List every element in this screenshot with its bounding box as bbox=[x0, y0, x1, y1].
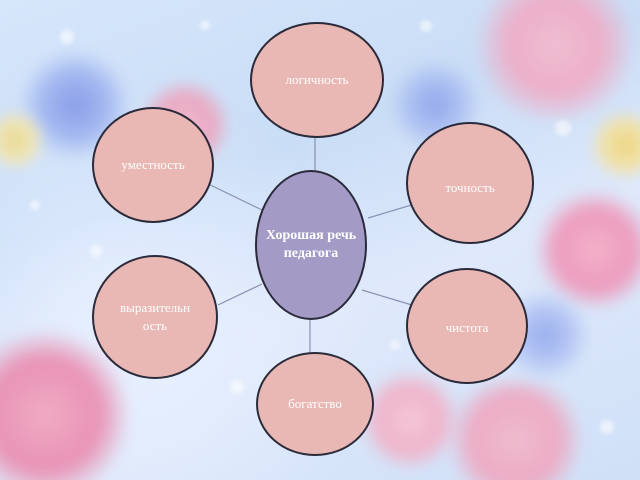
bokeh-dot bbox=[390, 340, 400, 350]
bokeh-dot bbox=[600, 420, 614, 434]
bokeh-dot bbox=[200, 20, 210, 30]
node-logicality: логичность bbox=[250, 22, 384, 138]
bokeh-dot bbox=[555, 120, 571, 136]
bokeh-dot bbox=[30, 200, 40, 210]
rose-decoration bbox=[470, 0, 640, 120]
yellow-flower-decoration bbox=[590, 110, 640, 180]
bokeh-dot bbox=[420, 20, 432, 32]
rose-decoration bbox=[360, 370, 460, 470]
connector-line-lower-left bbox=[217, 283, 263, 306]
connector-line-upper-left bbox=[199, 179, 263, 211]
node-accuracy: точность bbox=[406, 122, 534, 244]
connector-line-lower-right bbox=[361, 289, 413, 306]
bokeh-dot bbox=[60, 30, 74, 44]
rose-decoration bbox=[440, 380, 590, 480]
node-label: логичность bbox=[285, 72, 349, 88]
node-richness: богатство bbox=[256, 352, 374, 456]
node-label: точность bbox=[445, 180, 495, 196]
node-purity: чистота bbox=[406, 268, 528, 384]
bokeh-dot bbox=[90, 245, 102, 257]
center-label: Хорошая речь педагога bbox=[265, 227, 357, 261]
node-appropriateness: уместность bbox=[92, 107, 214, 223]
node-expressiveness: выразительн ость bbox=[92, 255, 218, 379]
node-label: чистота bbox=[445, 320, 489, 336]
node-label: уместность bbox=[121, 157, 185, 173]
bokeh-dot bbox=[230, 380, 244, 394]
node-center-good-speech: Хорошая речь педагога bbox=[255, 170, 367, 320]
node-label: богатство bbox=[288, 396, 342, 412]
node-label: выразительн ость bbox=[119, 300, 191, 333]
